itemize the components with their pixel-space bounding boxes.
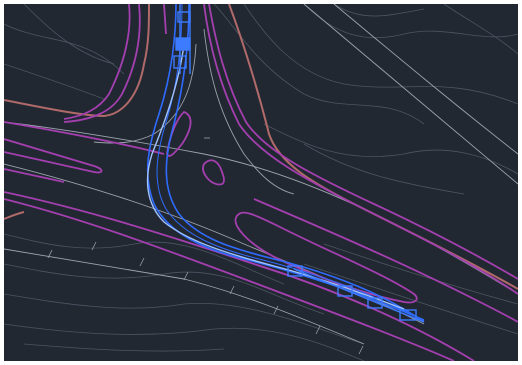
- island-outline: [203, 4, 518, 295]
- cad-drawing-canvas[interactable]: [4, 4, 518, 361]
- tick-mark: [139, 257, 145, 267]
- contour-line: [303, 263, 518, 335]
- contour-line: [243, 4, 518, 105]
- road-edge: [203, 28, 295, 195]
- contour-line: [323, 243, 518, 305]
- island-outline: [208, 4, 518, 280]
- contour-line: [4, 23, 125, 75]
- selected-grips[interactable]: [173, 4, 425, 323]
- grip-marker: [367, 297, 383, 309]
- grip-marker: [287, 265, 303, 277]
- contour-line: [263, 123, 518, 175]
- alignment-line: [156, 4, 425, 322]
- island-outlines: [4, 4, 518, 361]
- island-outline: [202, 159, 225, 186]
- contour-line: [4, 293, 365, 345]
- island-outline: [4, 138, 103, 174]
- island-outline: [163, 4, 167, 35]
- alignment-line: [165, 4, 425, 323]
- island-outline: [63, 4, 131, 120]
- road-edge-lines: [4, 4, 518, 345]
- contour-line: [303, 4, 518, 39]
- alignment-highlight-line: [146, 43, 405, 310]
- island-outline: [4, 121, 165, 155]
- row-boundary-line: [228, 4, 518, 290]
- row-boundary-line: [4, 4, 150, 118]
- contour-line: [333, 4, 425, 17]
- contour-line: [213, 4, 425, 125]
- grip-marker: [399, 309, 417, 321]
- tick-mark: [91, 241, 97, 251]
- island-outline: [63, 4, 141, 123]
- grip-marker: [175, 37, 191, 51]
- contour-line: [303, 143, 465, 195]
- island-outline: [4, 191, 475, 361]
- contour-line: [4, 63, 105, 100]
- hatch-ticks: [47, 137, 364, 355]
- island-outline: [253, 198, 518, 323]
- grip-leader: [293, 268, 425, 323]
- alignment-highlight: [146, 43, 405, 310]
- contour-line: [4, 263, 325, 315]
- island-outline: [4, 168, 65, 183]
- tick-mark: [183, 271, 189, 281]
- island-outline: [166, 110, 192, 157]
- tick-mark: [47, 249, 53, 259]
- tick-mark: [229, 285, 235, 295]
- contour-line: [23, 343, 225, 352]
- contour-line: [4, 323, 365, 361]
- contour-line: [23, 4, 115, 65]
- tick-mark: [315, 325, 321, 335]
- contour-line: [443, 4, 518, 55]
- contour-lines: [4, 4, 518, 361]
- island-outline: [234, 211, 418, 304]
- grip-marker: [337, 285, 353, 297]
- road-edge: [4, 248, 365, 345]
- tick-mark: [273, 305, 279, 315]
- row-boundary-line: [4, 211, 25, 220]
- road-edge: [303, 4, 518, 185]
- tick-mark: [358, 345, 364, 355]
- contour-line: [4, 233, 285, 285]
- road-edge: [4, 163, 425, 325]
- road-edge: [333, 4, 518, 155]
- alignment-line: [146, 4, 425, 321]
- island-outline: [4, 198, 455, 361]
- drawing-svg: [4, 4, 518, 361]
